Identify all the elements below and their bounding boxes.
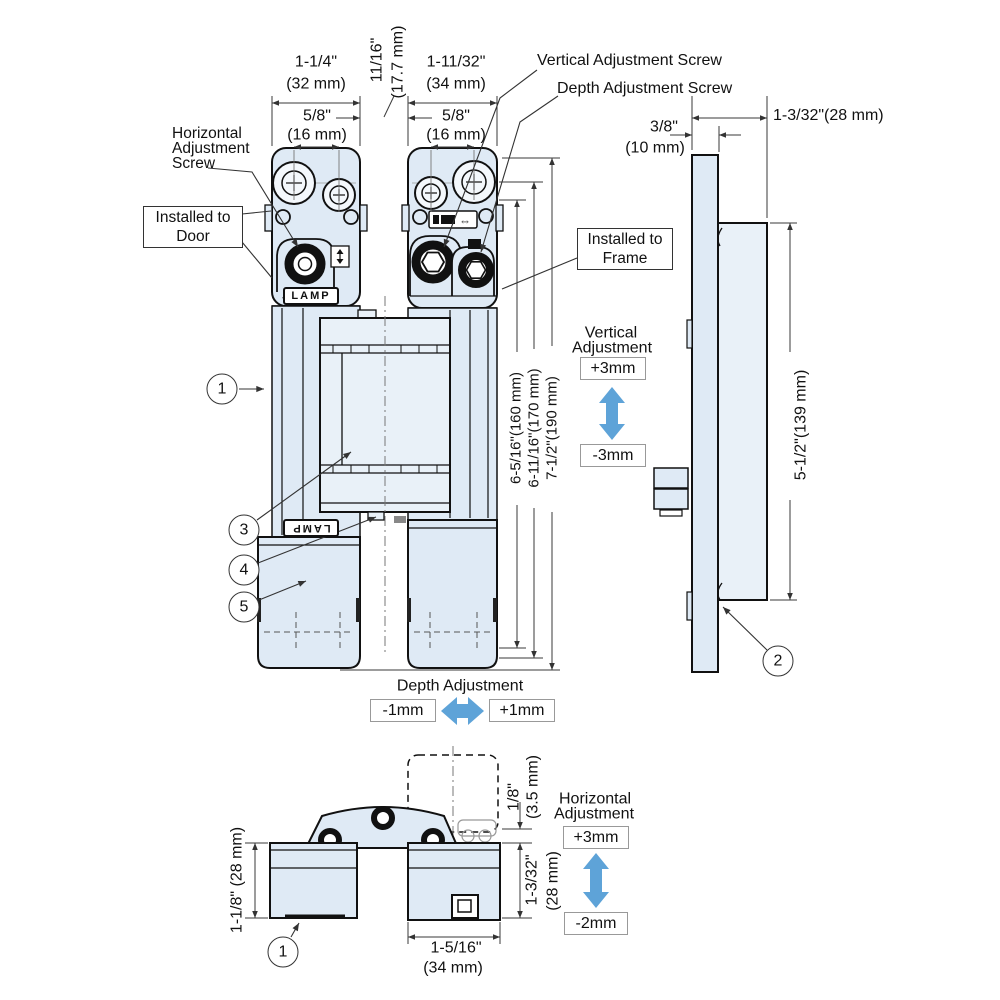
dim-door-width-inch: 1-1/4" [294,53,338,71]
vertical-adjustment-minus: -3mm [580,444,646,467]
balloon-1: 1 [206,373,238,405]
dim-frame-screw-mm: (16 mm) [426,126,486,144]
depth-adjustment-plus: +1mm [489,699,555,722]
dim-frame-screw-inch: 5/8" [442,107,470,125]
vertical-adjustment-title-1: Vertical [584,324,638,342]
leader-lines [207,69,768,938]
updown-arrows-icon [330,245,350,268]
dim-top-depth-left: 1-1/8" (28 mm) [228,826,246,934]
dim-door-width-mm: (32 mm) [286,75,346,93]
balloon-4: 4 [228,554,260,586]
horizontal-adjustment-title-1: Horizontal [558,790,632,808]
dimension-lines [245,95,797,944]
installed-to-frame-box: Installed to Frame [577,228,673,270]
installed-to-door-l1: Installed to [155,209,231,226]
slider-arrows-icon: ⇔ [459,214,471,228]
balloon-2: 2 [762,645,794,677]
dim-frame-width-inch: 1-11/32" [426,53,486,71]
horizontal-adjustment-minus: -2mm [564,912,628,935]
side-view [653,154,768,673]
installed-to-frame-l1: Installed to [587,231,663,248]
dim-side-height: 5-1/2"(139 mm) [792,369,810,481]
dim-top-depth-right-inch: 1-3/32" [523,854,541,906]
horizontal-adjustment-plus: +3mm [563,826,629,849]
horizontal-adjustment-screw-l3: Screw [172,155,216,172]
horizontal-adjustment-title-2: Adjustment [553,805,635,823]
slider-indicator-icon [428,210,478,229]
door-plate [264,147,368,307]
dim-center-gap-inch: 11/16" [368,37,386,83]
depth-adjustment-screw-label: Depth Adjustment Screw [557,80,733,97]
dim-length-170: 6-11/16"(170 mm) [525,368,543,488]
lamp-logo: LAMP [283,287,339,305]
pivot-link [304,806,460,852]
dim-plate-thickness-mm: (10 mm) [625,139,685,157]
horizontal-adjustment-screw-label: Horizontal Adjustment Screw [172,125,250,172]
balloon-1-top-view: 1 [267,936,299,968]
dim-door-screw-inch: 5/8" [303,107,331,125]
horizontal-adjustment-screw-icon [276,238,335,300]
dim-frame-width-mm: (34 mm) [426,75,486,93]
dim-top-width-inch: 1-5/16" [430,939,482,957]
dim-top-width-mm: (34 mm) [423,959,483,977]
frame-leaf-block [407,842,501,921]
dim-length-190: 7-1/2"(190 mm) [543,376,561,480]
vertical-adjustment-plus: +3mm [580,357,646,380]
balloon-3: 3 [228,514,260,546]
dim-center-gap-mm: (17.7 mm) [389,25,407,99]
horizontal-adjustment-arrow-icon [583,853,609,908]
vertical-adjustment-screw-icon [409,235,462,296]
dim-top-clearance-mm: (3.5 mm) [524,755,542,819]
front-view [257,147,504,669]
dim-top-depth-right-mm: (28 mm) [544,851,562,911]
dim-length-160: 6-5/16"(160 mm) [507,371,525,485]
balloon-5: 5 [228,591,260,623]
vertical-adjustment-screw-label: Vertical Adjustment Screw [537,52,722,69]
vertical-adjustment-arrow-icon [599,387,625,440]
top-view [269,746,501,921]
depth-adjustment-title: Depth Adjustment [396,677,524,695]
dim-plate-thickness-inch: 3/8" [650,118,678,136]
dim-side-width: 1-3/32"(28 mm) [773,107,884,124]
depth-adjustment-arrow-icon [441,697,484,725]
lower-leaves [257,519,498,669]
horizontal-adjustment-screw-l1: Horizontal [172,125,242,142]
vertical-adjustment-title-2: Adjustment [571,339,653,357]
depth-adjustment-screw-icon [451,239,495,296]
depth-adjustment-minus: -1mm [370,699,436,722]
adjustment-arrows [441,387,625,908]
horizontal-adjustment-screw-l2: Adjustment [172,140,250,157]
door-leaf-block [269,842,358,919]
installed-to-door-box: Installed to Door [143,206,243,248]
dim-top-clearance-inch: 1/8" [505,783,523,811]
lamp-logo-inverted: LAMP [283,519,339,537]
installed-to-frame-l2: Frame [602,250,648,267]
installed-to-door-l2: Door [176,228,210,245]
dim-door-screw-mm: (16 mm) [287,126,347,144]
